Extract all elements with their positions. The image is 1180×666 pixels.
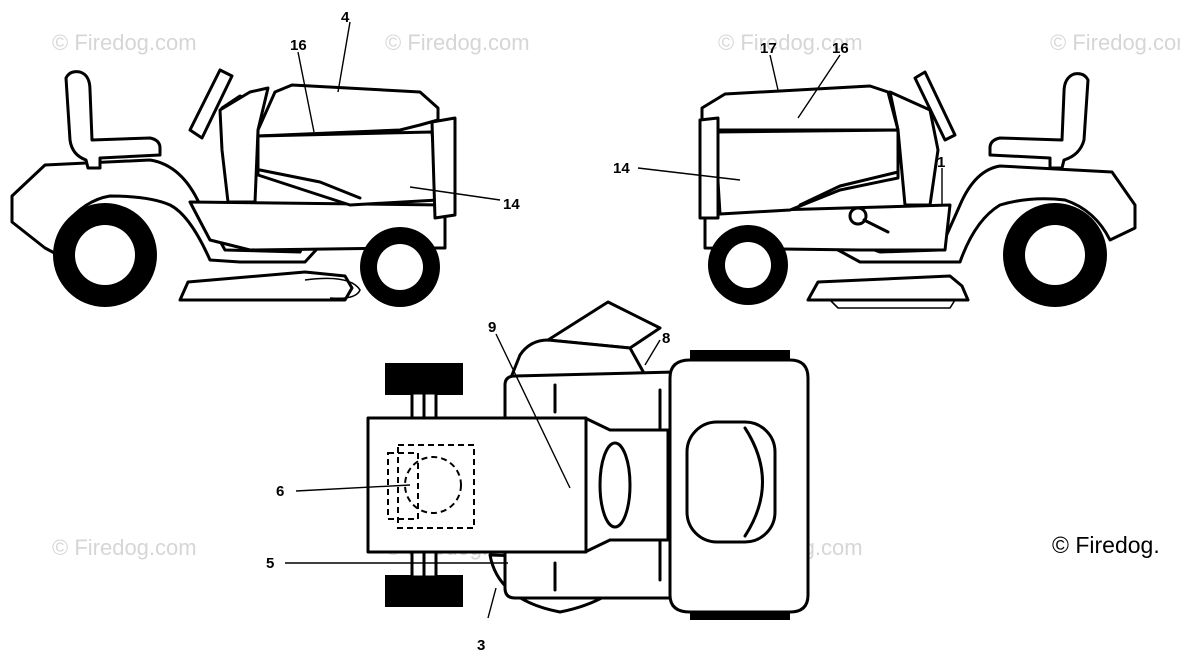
callout-numbers: 4 16 14 17 16 14 1 9 8 6 5 3 (266, 9, 945, 654)
watermark-5: © Firedog.com (52, 535, 197, 560)
callout-right-17: 17 (760, 40, 777, 57)
leader-top-9 (495, 333, 571, 489)
right-grille (698, 116, 720, 220)
mower-left-side-view (10, 68, 457, 307)
callout-left-14: 14 (503, 196, 520, 213)
leader-lines (285, 21, 943, 619)
left-steering-wheel (188, 68, 234, 140)
right-lever (862, 218, 890, 234)
leader-left-14 (409, 186, 501, 201)
callout-top-6: 6 (276, 483, 284, 500)
top-seat (685, 420, 777, 544)
copyright-notice: © Firedog. (1052, 532, 1160, 558)
leader-top-6 (295, 484, 411, 492)
right-hood-crease (798, 170, 900, 207)
left-front-wheel-hub (377, 244, 423, 290)
watermark-1: © Firedog.com (52, 30, 197, 55)
watermark-4: © Firedog.com (1050, 30, 1180, 55)
right-hood-top (700, 84, 900, 132)
callout-left-16: 16 (290, 37, 307, 54)
callout-top-5: 5 (266, 555, 274, 572)
left-deck (178, 270, 354, 302)
callout-top-9: 9 (488, 319, 496, 336)
top-label-area-inner (387, 452, 419, 520)
top-front-wheel-lower (385, 575, 463, 607)
leader-left-4 (337, 21, 351, 93)
mower-right-side-view (698, 70, 1137, 309)
right-deck-skirt (829, 299, 956, 309)
right-rear-wheel-hub (1025, 225, 1085, 285)
leader-top-3 (487, 587, 497, 619)
left-grille (430, 116, 457, 220)
top-steering-wheel (598, 441, 632, 529)
leader-top-8 (644, 339, 661, 366)
callout-top-3: 3 (477, 637, 485, 654)
leader-right-14 (637, 167, 741, 181)
top-deck-front (508, 338, 647, 382)
callout-right-16: 16 (832, 40, 849, 57)
left-seat (64, 70, 162, 170)
top-fuel-cap-outline (404, 456, 462, 514)
left-hood-top (256, 83, 440, 138)
callout-left-4: 4 (341, 9, 350, 26)
callout-right-1: 1 (937, 154, 945, 171)
right-hood-side (713, 128, 900, 216)
right-front-wheel-hub (725, 242, 771, 288)
callout-right-14: 14 (613, 160, 630, 177)
leader-left-16 (297, 51, 315, 133)
left-hood-crease (258, 168, 362, 200)
left-deck-chute (304, 277, 361, 300)
right-steering-wheel (913, 70, 957, 142)
leader-right-17 (769, 54, 779, 91)
watermark-3: © Firedog.com (718, 30, 863, 55)
mower-top-view (366, 300, 810, 620)
top-front-wheel-upper (385, 363, 463, 395)
right-fuel-cap (848, 206, 868, 226)
top-seat-back (743, 426, 764, 538)
watermark-2: © Firedog.com (385, 30, 530, 55)
left-rear-wheel-hub (75, 225, 135, 285)
leader-right-16 (797, 54, 841, 119)
right-rear-fender (835, 164, 1137, 264)
right-seat (988, 72, 1090, 170)
right-deck (806, 274, 970, 302)
callout-top-8: 8 (662, 330, 670, 347)
